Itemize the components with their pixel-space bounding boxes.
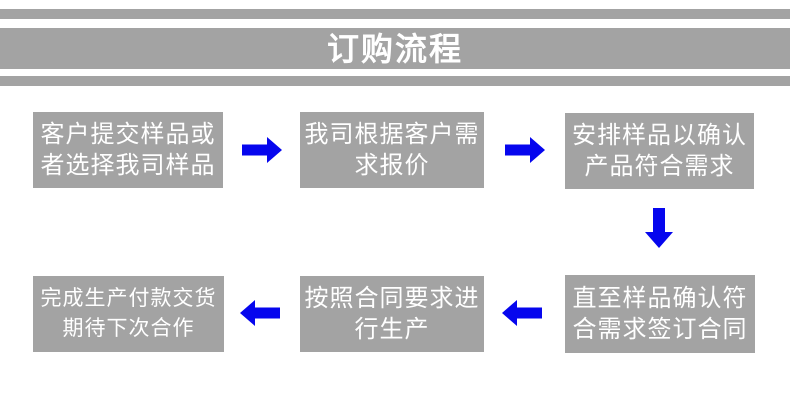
flow-step-1-line-2: 者选择我司样品 — [40, 152, 216, 179]
flow-step-6-line-2: 期待下次合作 — [62, 317, 195, 340]
flow-step-2-line-2: 求报价 — [354, 152, 430, 179]
arrow-right-icon — [505, 137, 545, 163]
arrow-left-icon — [240, 300, 280, 326]
flow-step-4-sign-contract: 直至样品确认符 合需求签订合同 — [565, 275, 755, 353]
header-divider-top — [0, 9, 790, 19]
flow-step-3-line-1: 安排样品以确认 — [572, 122, 747, 149]
flow-step-1-submit-sample: 客户提交样品或 者选择我司样品 — [33, 112, 223, 188]
arrow-left-icon — [502, 300, 542, 326]
arrow-right-icon — [242, 137, 282, 163]
flow-step-4-line-1: 直至样品确认符 — [572, 285, 748, 312]
flow-step-2-quote: 我司根据客户需 求报价 — [300, 112, 484, 188]
flow-step-4-line-2: 合需求签订合同 — [572, 316, 748, 343]
flow-step-3-arrange-sample: 安排样品以确认 产品符合需求 — [565, 113, 754, 189]
page-title: 订购流程 — [326, 30, 463, 67]
flow-step-6-line-1: 完成生产付款交货 — [40, 287, 217, 310]
arrow-down-icon — [645, 208, 673, 248]
flow-step-6-delivery: 完成生产付款交货 期待下次合作 — [33, 276, 224, 352]
title-banner: 订购流程 — [0, 28, 790, 69]
flow-step-5-line-2: 行生产 — [354, 316, 430, 343]
flow-step-2-line-1: 我司根据客户需 — [304, 121, 480, 148]
flow-step-1-line-1: 客户提交样品或 — [40, 121, 216, 148]
flow-step-5-line-1: 按照合同要求进 — [304, 285, 480, 312]
flow-step-5-production: 按照合同要求进 行生产 — [300, 276, 484, 352]
header-divider-bottom — [0, 76, 790, 86]
flow-step-3-line-2: 产品符合需求 — [584, 153, 735, 180]
